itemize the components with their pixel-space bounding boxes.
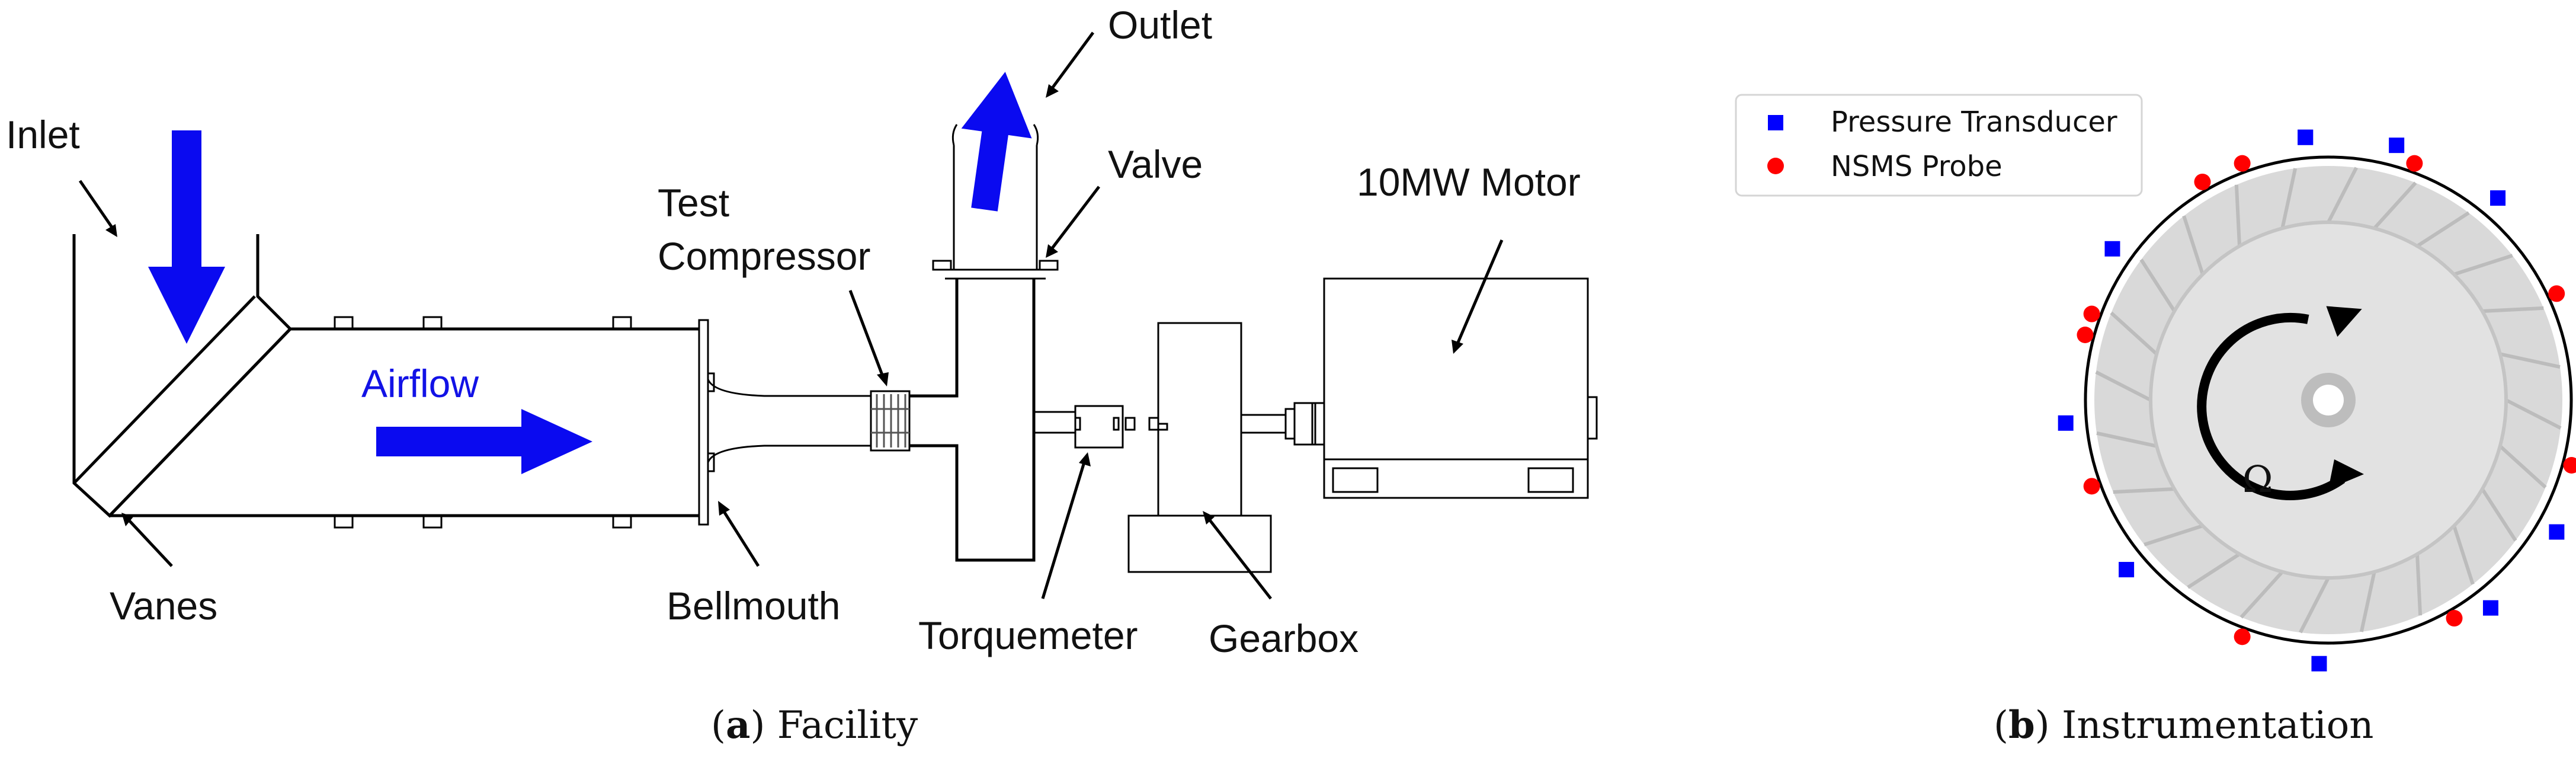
- pressure-transducer-marker: [2104, 241, 2120, 257]
- facility-panel: Inlet Vanes Airflow Bellmouth Test Compr…: [6, 3, 1598, 747]
- caption-instrumentation-text: Instrumentation: [2062, 704, 2373, 747]
- blade-line: [2453, 254, 2513, 276]
- blade-line: [2139, 258, 2176, 312]
- legend: Pressure Transducer NSMS Probe: [1735, 94, 2143, 197]
- label-gearbox: Gearbox: [1209, 616, 1359, 660]
- blade-line: [2498, 445, 2547, 489]
- blade-line: [2239, 570, 2284, 619]
- blade-line: [2481, 488, 2517, 542]
- rotor-blades: [2095, 167, 2562, 634]
- caption-facility-text: Facility: [777, 704, 918, 747]
- caption-instrumentation: (b) Instrumentation: [1994, 703, 2374, 747]
- inlet-box: [72, 234, 293, 518]
- blade-line: [2144, 524, 2203, 546]
- blade-line: [2299, 577, 2330, 634]
- torquemeter-body: [1074, 405, 1124, 449]
- blade-line: [2234, 184, 2241, 247]
- blade-line: [2452, 525, 2475, 585]
- blade-line: [2482, 306, 2544, 313]
- nsms-probe-marker: [2083, 305, 2100, 322]
- nsms-probe-marker: [2234, 155, 2251, 172]
- label-valve: Valve: [1108, 142, 1203, 186]
- gearbox: [1127, 322, 1272, 573]
- pressure-transducer-marker: [2298, 129, 2314, 145]
- rotation-arrow: [2197, 306, 2364, 500]
- pressure-transducer-marker: [2058, 415, 2074, 431]
- instrumentation-panel: Pressure Transducer NSMS Probe Ω (b) Ins…: [1735, 94, 2576, 747]
- caption-instrumentation-letter: b: [2008, 703, 2035, 747]
- blade-line: [2505, 398, 2562, 430]
- label-airflow: Airflow: [361, 362, 479, 405]
- inlet-duct: [110, 316, 709, 529]
- blade-line: [2415, 554, 2423, 616]
- inlet-arrow: [148, 130, 225, 344]
- motor-shaft: [1240, 402, 1316, 446]
- nsms-probe-marker: [2234, 628, 2251, 645]
- sensor-markers: [2058, 129, 2576, 672]
- nsms-probe-marker: [2446, 610, 2463, 627]
- motor: [1311, 277, 1598, 499]
- blade-line: [2280, 168, 2298, 229]
- pressure-transducer-marker: [2119, 562, 2135, 578]
- blade-line: [2187, 552, 2241, 589]
- blade-line: [2327, 167, 2358, 223]
- blade-line: [2096, 431, 2157, 448]
- nsms-probe-marker: [2083, 478, 2100, 495]
- outlet-collector: [909, 124, 1059, 562]
- label-inlet: Inlet: [6, 113, 80, 156]
- legend-pressure-marker: [1768, 115, 1783, 130]
- pressure-transducer-marker: [2482, 600, 2498, 616]
- caption-facility-letter: a: [726, 703, 750, 747]
- blade-line: [2182, 215, 2205, 275]
- nsms-probe-marker: [2563, 457, 2576, 474]
- blade-line: [2500, 352, 2561, 369]
- drive-shaft: [1033, 411, 1168, 434]
- blade-line: [2359, 571, 2376, 632]
- nsms-probe-marker: [2194, 173, 2211, 190]
- label-compressor: Compressor: [658, 234, 870, 278]
- blade-line: [2416, 211, 2470, 248]
- label-vanes: Vanes: [110, 584, 217, 628]
- nsms-probe-marker: [2077, 327, 2094, 344]
- rotation-symbol: Ω: [2242, 458, 2273, 501]
- legend-nsms-marker: [1767, 158, 1784, 174]
- blade-line: [2113, 487, 2175, 494]
- label-torquemeter: Torquemeter: [918, 613, 1138, 657]
- blade-line: [2110, 311, 2158, 356]
- rotor-disk: [2084, 155, 2573, 645]
- label-test: Test: [658, 181, 729, 225]
- pressure-transducer-marker: [2389, 138, 2405, 154]
- label-motor: 10MW Motor: [1357, 160, 1581, 204]
- blade-line: [2373, 181, 2417, 230]
- blade-line: [2095, 370, 2152, 402]
- bellmouth: [707, 372, 871, 472]
- nsms-probe-marker: [2548, 285, 2565, 302]
- legend-pressure-label: Pressure Transducer: [1831, 106, 2117, 139]
- pressure-transducer-marker: [2549, 524, 2565, 540]
- pressure-transducer-marker: [2490, 190, 2506, 206]
- nsms-probe-marker: [2406, 155, 2423, 172]
- outlet-arrow: [961, 72, 1032, 212]
- legend-nsms-label: NSMS Probe: [1831, 150, 2003, 183]
- test-compressor: [870, 390, 911, 452]
- pressure-transducer-marker: [2311, 656, 2327, 672]
- pointer-arrows: [78, 31, 1504, 600]
- label-outlet: Outlet: [1108, 3, 1212, 47]
- label-bellmouth: Bellmouth: [667, 584, 841, 628]
- airflow-arrow: [376, 409, 592, 474]
- caption-facility: (a) Facility: [711, 703, 918, 747]
